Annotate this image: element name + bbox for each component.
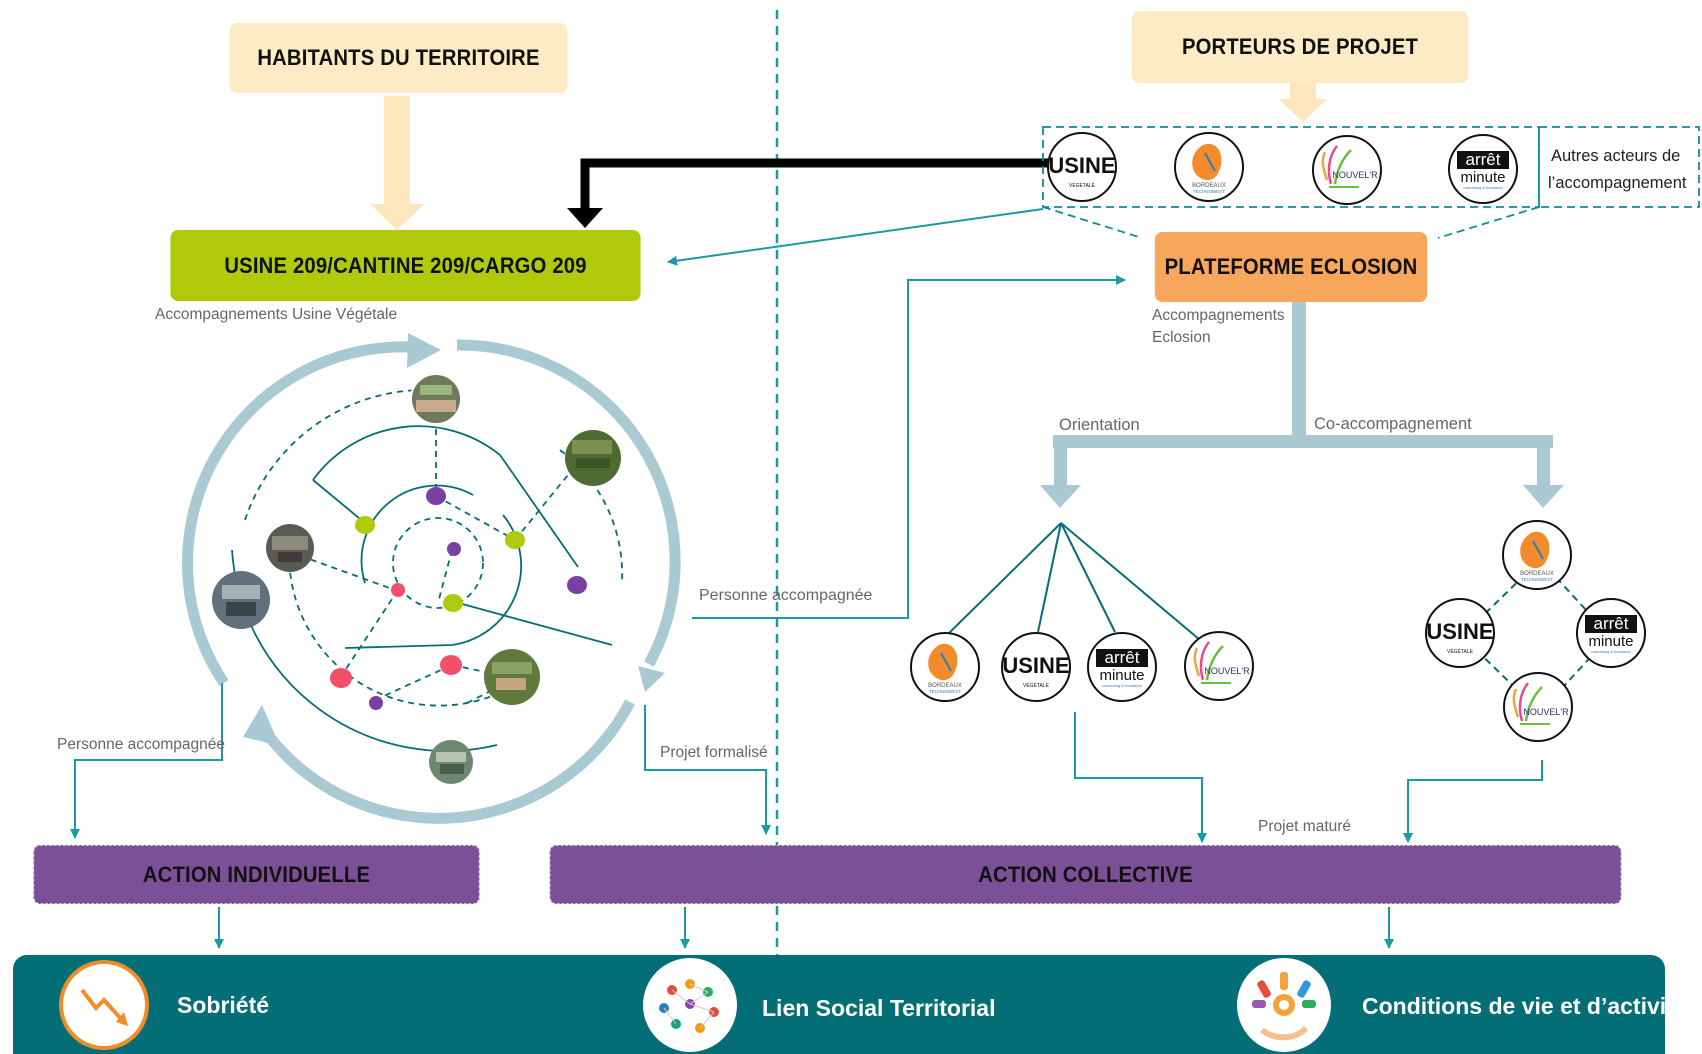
orientation-label: Orientation — [1059, 416, 1140, 434]
steel-tree — [1040, 302, 1564, 508]
sobriete-icon — [59, 960, 149, 1050]
sobriete-label: Sobriété — [177, 992, 270, 1018]
conditions-label: Conditions de vie et d’activité — [1362, 993, 1687, 1019]
maze-connectors — [289, 418, 573, 704]
plateforme-box: PLATEFORME ECLOSION — [1154, 232, 1428, 302]
photo-1 — [410, 373, 462, 425]
arrow-personne-left — [70, 683, 223, 839]
habitants-box: HABITANTS DU TERRITOIRE — [229, 23, 568, 93]
network-people-icon — [643, 958, 737, 1052]
photo-2 — [565, 430, 621, 486]
action-collective-box: ACTION COLLECTIVE — [549, 845, 1622, 904]
personne-accompagnee-center-label: Personne accompagnée — [699, 587, 873, 604]
action-individuelle-box: ACTION INDIVIDUELLE — [33, 845, 480, 904]
black-arrow — [580, 158, 1052, 212]
photo-5 — [484, 649, 540, 705]
porteurs-box: PORTEURS DE PROJET — [1131, 11, 1469, 83]
cream-arrow-habitants — [370, 96, 424, 230]
personne-accompagnee-left-label: Personne accompagnée — [57, 736, 226, 753]
usine209-box: USINE 209/CANTINE 209/CARGO 209 — [170, 230, 641, 301]
arrow-coaccompagnement-mature — [1403, 760, 1543, 843]
teal-arrow-personne-plateforme — [692, 275, 1126, 619]
maze-dots — [330, 487, 587, 710]
outcomes-band — [13, 955, 1665, 1054]
orientation-fan — [945, 522, 1201, 641]
accompagnements-eclosion-label-1: Accompagnements — [1152, 307, 1285, 324]
teal-arrow-usine — [667, 208, 1044, 266]
photo-4 — [212, 571, 270, 629]
accompagnements-eclosion-label-2: Eclosion — [1152, 329, 1211, 346]
projet-mature-label: Projet maturé — [1258, 818, 1352, 835]
projet-formalise-label: Projet formalisé — [660, 744, 768, 761]
arrow-projet-formalise — [644, 705, 771, 835]
autres-acteurs-label-2: l’accompagnement — [1548, 174, 1687, 192]
accompagnements-usine-label: Accompagnements Usine Végétale — [155, 306, 398, 323]
photo-6 — [429, 740, 473, 784]
black-arrowhead — [567, 208, 603, 228]
cycle-arrows — [182, 339, 681, 824]
conditions-icon — [1237, 958, 1331, 1052]
co-accompagnement-label: Co-accompagnement — [1314, 415, 1472, 433]
partners-frame — [1042, 126, 1540, 208]
cream-arrow-porteurs — [1279, 83, 1327, 122]
photo-circles — [212, 373, 621, 784]
photo-3 — [266, 524, 314, 572]
lien-social-label: Lien Social Territorial — [762, 995, 996, 1021]
arrow-orientation-mature — [1074, 712, 1207, 843]
autres-acteurs-frame — [1538, 126, 1700, 208]
autres-acteurs-label-1: Autres acteurs de — [1551, 147, 1681, 165]
